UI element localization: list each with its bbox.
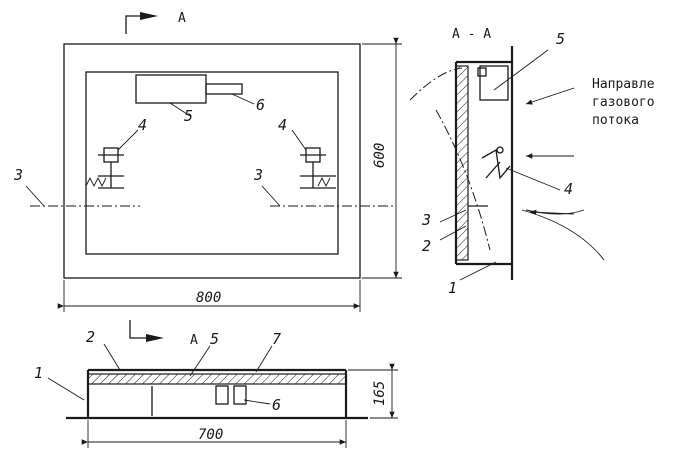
dim-165: 165 <box>372 381 388 406</box>
label-5-bottom: 5 <box>210 330 219 348</box>
flow-caption-3: потока <box>592 113 639 128</box>
label-7-bottom: 7 <box>272 330 281 348</box>
label-5-section: 5 <box>556 30 565 48</box>
inner-frame <box>85 71 339 255</box>
section-letter-top: A <box>178 11 186 26</box>
flow-arrow-bottom <box>529 209 575 215</box>
outer-frame <box>63 43 361 279</box>
label-1-bottom: 1 <box>34 364 43 382</box>
front-view: 5 6 4 4 3 3 <box>13 11 402 312</box>
label-6-front: 6 <box>256 96 265 114</box>
label-3-left: 3 <box>13 166 23 184</box>
label-1-section: 1 <box>448 279 457 297</box>
right-mechanism: 4 <box>278 116 336 189</box>
label-6-bottom: 6 <box>272 396 281 414</box>
left-mechanism: 4 <box>85 116 147 189</box>
component-5-section <box>479 65 509 101</box>
label-4-left: 4 <box>138 116 147 134</box>
label-4-section: 4 <box>564 180 573 198</box>
flow-caption-2: газового <box>592 95 655 110</box>
bottom-view: 2 1 5 7 6 A 700 165 <box>34 320 398 448</box>
dim-600: 600 <box>372 143 388 168</box>
label-3-section: 3 <box>421 211 431 229</box>
flow-arrow-top <box>525 87 575 105</box>
label-2-section: 2 <box>422 237 431 255</box>
component-6-rod <box>205 83 243 95</box>
dim-800: 800 <box>196 290 221 306</box>
label-2-bottom: 2 <box>86 328 95 346</box>
hatched-plate <box>87 373 347 385</box>
component-5-box <box>135 74 207 104</box>
section-view: A - A 5 4 3 2 1 Направле газового <box>409 27 655 297</box>
section-title: A - A <box>452 27 491 42</box>
label-5-front: 5 <box>184 107 193 125</box>
section-arrow-bottom <box>129 320 160 339</box>
section-letter-bottom: A <box>190 333 198 348</box>
flow-caption-1: Направле <box>592 77 655 92</box>
label-4-right: 4 <box>278 116 287 134</box>
label-3-right: 3 <box>253 166 263 184</box>
dim-700: 700 <box>198 427 223 443</box>
